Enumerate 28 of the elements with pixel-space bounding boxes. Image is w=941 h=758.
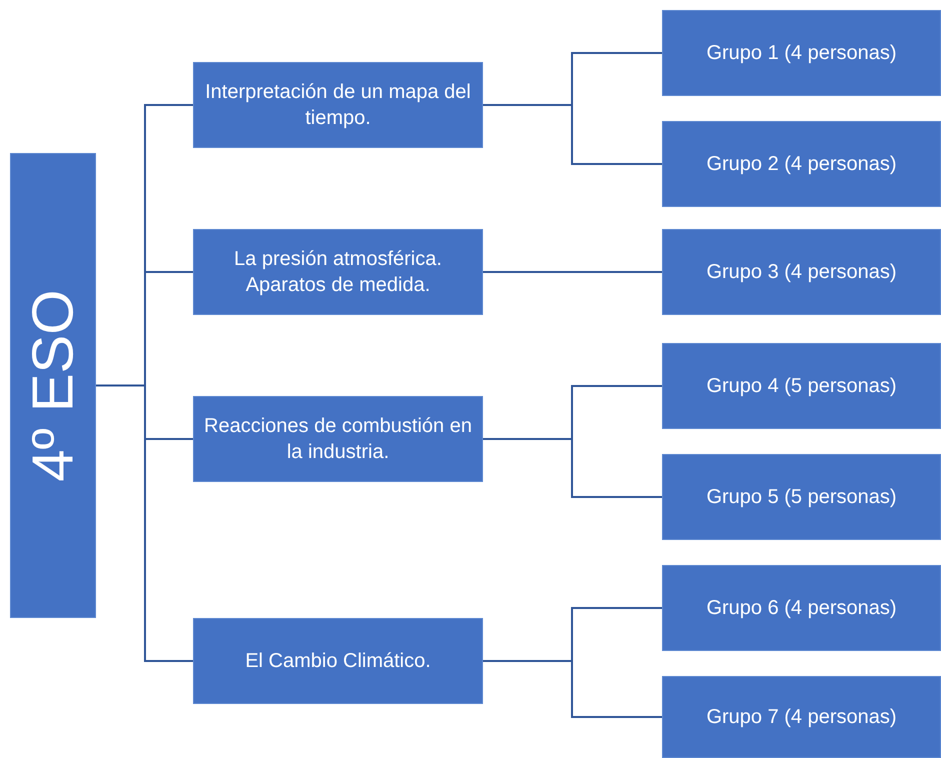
box-label: Grupo 2 (4 personas): [706, 152, 897, 177]
connector-line: [483, 104, 662, 165]
box-label: Grupo 5 (5 personas): [706, 485, 897, 510]
topic-box: [193, 618, 483, 704]
box-label: Reacciones de combustión en la industria.: [203, 414, 473, 465]
title-box: [10, 153, 96, 618]
connector-line: [483, 660, 662, 718]
connector-line: [96, 384, 193, 662]
box-label: El Cambio Climático.: [245, 649, 431, 674]
group-box: [662, 229, 941, 315]
box-label: Grupo 4 (5 personas): [706, 374, 897, 399]
group-box: [662, 565, 941, 651]
topic-box: [193, 396, 483, 482]
group-box: [662, 121, 941, 207]
box-label: Interpretación de un mapa del tiempo.: [204, 80, 472, 131]
box-label: Grupo 6 (4 personas): [706, 596, 897, 621]
box-label: La presión atmosférica. Aparatos de medida.: [233, 247, 443, 298]
box-label: Grupo 1 (4 personas): [706, 41, 897, 66]
topic-box: [193, 62, 483, 148]
group-box: [662, 10, 941, 96]
connector-line: [483, 271, 662, 273]
group-box: [662, 676, 941, 758]
topic-box: [193, 229, 483, 315]
group-box: [662, 343, 941, 429]
box-label: 4º ESO: [19, 289, 86, 482]
group-box: [662, 454, 941, 540]
box-label: Grupo 7 (4 personas): [706, 705, 897, 730]
box-label: Grupo 3 (4 personas): [706, 260, 897, 285]
